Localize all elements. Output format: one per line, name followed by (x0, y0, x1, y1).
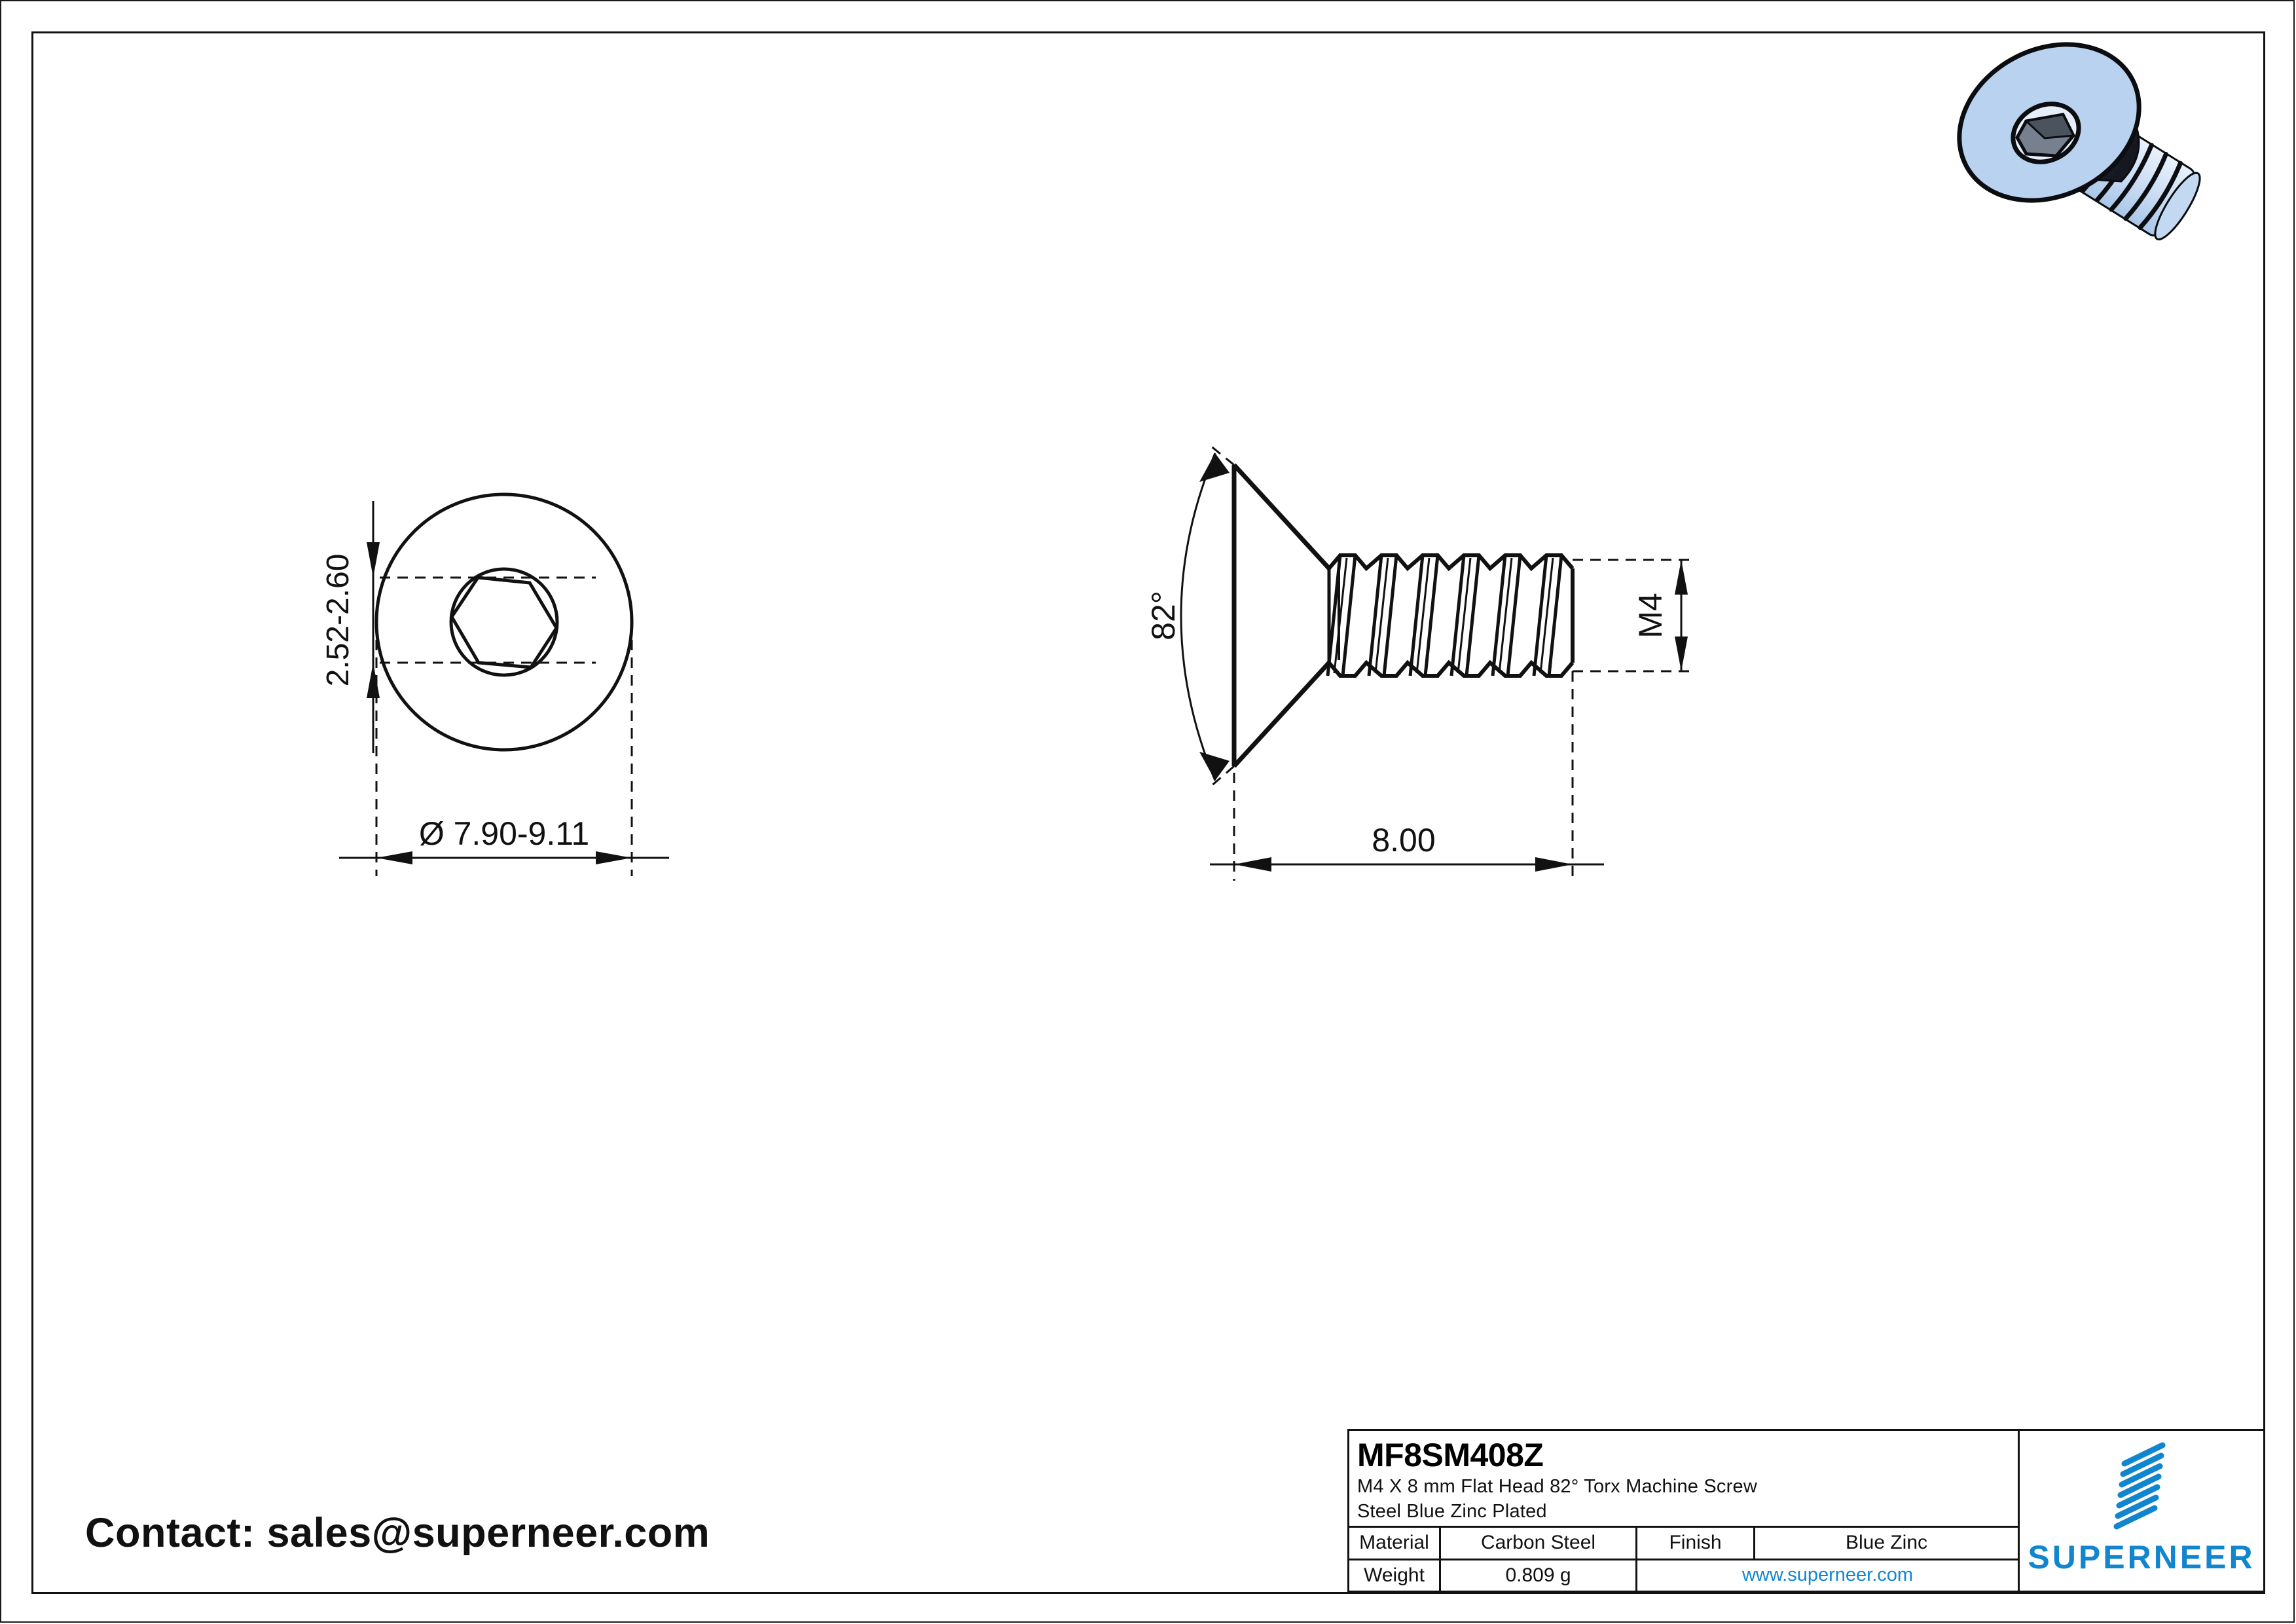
iso-screw-drawing (1957, 42, 2201, 241)
side-view-drawing: 82° M4 8.00 (1145, 444, 1690, 881)
screw-3d-render (1935, 16, 2282, 298)
socket-depth-text: 2.52-2.60 (321, 554, 355, 687)
head-top-view: 2.52-2.60 Ø 7.90-9.11 (282, 426, 792, 910)
head-angle-text: 82° (1145, 591, 1182, 640)
finish-value: Blue Zinc (1845, 1532, 1928, 1554)
title-block-description: MF8SM408Z M4 X 8 mm Flat Head 82° Torx M… (1349, 1431, 2018, 1528)
head-angle-dimension: 82° (1145, 444, 1235, 788)
finish-label: Finish (1637, 1528, 1755, 1559)
contact-email-text: Contact: sales@superneer.com (85, 1510, 710, 1556)
spec-row-material: Material Carbon Steel Finish Blue Zinc (1349, 1528, 2018, 1560)
iso-socket-shadow (2024, 113, 2075, 139)
depth-arrow-top (367, 542, 380, 578)
material-value: Carbon Steel (1441, 1528, 1637, 1559)
depth-arrow-bottom (367, 663, 380, 698)
material-label: Material (1349, 1528, 1441, 1559)
brand-panel: SUPERNEER (2020, 1431, 2263, 1591)
head-outer-circle (374, 492, 634, 752)
threaded-shank (1326, 553, 1575, 678)
head-profile (1231, 463, 1340, 768)
sheet-inner-frame (31, 31, 2265, 1594)
head-diameter-text: Ø 7.90-9.11 (419, 815, 589, 852)
length-text: 8.00 (1372, 822, 1435, 858)
weight-value: 0.809 g (1441, 1560, 1637, 1591)
socket-circle (449, 567, 559, 677)
title-block: MF8SM408Z M4 X 8 mm Flat Head 82° Torx M… (1347, 1429, 2265, 1593)
top-view-drawing: 2.52-2.60 Ø 7.90-9.11 (321, 492, 669, 876)
thread-size-dimension: M4 (1573, 559, 1690, 673)
thread-size-text: M4 (1632, 593, 1669, 638)
diam-arrow-right (596, 851, 632, 864)
screw-side-view: 82° M4 8.00 (1145, 419, 1781, 917)
superneer-logo-icon (2113, 1442, 2166, 1530)
spec-table: Material Carbon Steel Finish Blue Zinc W… (1349, 1528, 2018, 1591)
weight-label: Weight (1349, 1560, 1441, 1591)
spec-row-weight: Weight 0.809 g www.superneer.com (1349, 1560, 2018, 1591)
description-line-2: Steel Blue Zinc Plated (1357, 1501, 1547, 1522)
hex-socket-outline (450, 576, 558, 669)
part-number: MF8SM408Z (1357, 1437, 1544, 1473)
brand-name: SUPERNEER (2028, 1539, 2255, 1576)
website-link[interactable]: www.superneer.com (1741, 1564, 1914, 1586)
length-dimension: 8.00 (1210, 671, 1604, 881)
website-cell[interactable]: www.superneer.com (1637, 1560, 2018, 1591)
diam-arrow-left (376, 851, 412, 864)
title-block-left: MF8SM408Z M4 X 8 mm Flat Head 82° Torx M… (1349, 1431, 2020, 1591)
description-line-1: M4 X 8 mm Flat Head 82° Torx Machine Scr… (1357, 1476, 1757, 1497)
